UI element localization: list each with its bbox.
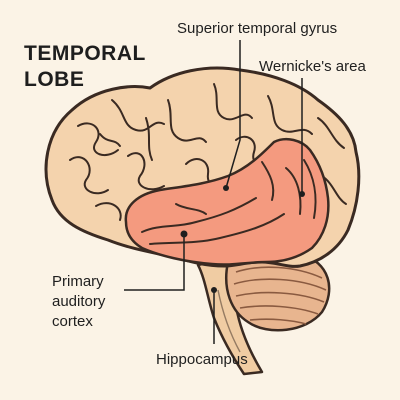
label-superior-temporal-gyrus: Superior temporal gyrus	[177, 20, 338, 37]
label-primary-auditory-cortex: Primary auditory cortex	[52, 273, 106, 330]
leader-superior-temporal-gyrus	[225, 40, 241, 189]
dot-primary-auditory-cortex	[180, 230, 188, 238]
leader-primary-auditory-cortex	[124, 236, 185, 291]
dot-superior-temporal-gyrus	[223, 185, 229, 191]
label-hippocampus: Hippocampus	[156, 351, 248, 368]
temporal-gyri	[141, 159, 317, 245]
dot-hippocampus	[211, 287, 217, 293]
temporal-lobe	[124, 138, 330, 266]
cerebellum-folia	[233, 266, 327, 325]
diagram-title: TEMPORAL LOBE	[24, 42, 146, 91]
leader-lines	[124, 40, 303, 344]
label-wernickes-area: Wernicke's area	[259, 58, 366, 75]
leader-dots	[180, 185, 305, 293]
dot-wernickes-area	[299, 191, 305, 197]
